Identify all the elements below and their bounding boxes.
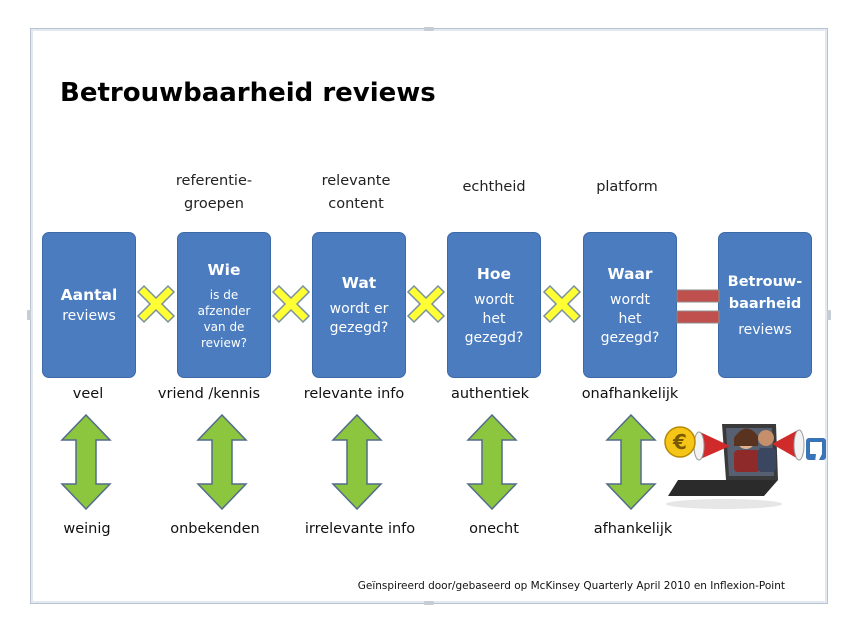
high-label-authentiek: authentiek [450,386,530,402]
box-sub: wordt er gezegd? [329,301,389,336]
multiply-cross-icon [136,284,176,324]
high-label-veel: veel [72,386,104,402]
box-wat: Wat wordt er gezegd? [312,232,406,378]
box-head: Hoe [476,264,512,283]
double-arrow-icon [331,414,383,510]
resize-handle-left[interactable] [27,310,31,320]
top-label-relevante-content: relevante content [321,173,391,212]
thumbs-down-icon [806,438,826,462]
low-label-irrelevante-info: irrelevante info [304,521,416,537]
equals-sign-icon [676,289,720,324]
box-aantal-reviews: Aantal reviews [42,232,136,378]
box-head: Aantal [60,286,118,304]
double-arrow-icon [60,414,112,510]
high-label-vriend-kennis: vriend /kennis [157,386,261,402]
low-label-onbekenden: onbekenden [170,521,260,537]
multiply-cross-icon [406,284,446,324]
double-arrow-icon [605,414,657,510]
high-label-relevante-info: relevante info [303,386,405,402]
euro-icon: € [664,426,696,458]
resize-handle-top[interactable] [424,27,434,31]
review-megaphone-illustration: € [664,424,826,509]
slide-title: Betrouwbaarheid reviews [60,78,436,108]
high-label-onafhankelijk: onafhankelijk [581,386,679,402]
double-arrow-icon [196,414,248,510]
box-betrouwbaarheid: Betrouw- baarheid reviews [718,232,812,378]
top-label-platform: platform [596,179,658,195]
box-waar: Waar wordt het gezegd? [583,232,677,378]
box-sub: reviews [738,321,792,338]
low-label-weinig: weinig [63,521,111,537]
low-label-afhankelijk: afhankelijk [593,521,673,537]
box-sub: is de afzender van de review? [197,288,251,350]
source-footnote: Geïnspireerd door/gebaseerd op McKinsey … [357,580,785,592]
box-head: Waar [607,264,653,283]
resize-handle-bottom[interactable] [424,601,434,605]
person-icon [734,428,776,472]
resize-handle-right[interactable] [827,310,831,320]
box-sub: wordt het gezegd? [464,291,524,346]
multiply-cross-icon [542,284,582,324]
box-sub: wordt het gezegd? [600,291,660,346]
box-wie: Wie is de afzender van de review? [177,232,271,378]
low-label-onecht: onecht [469,521,519,537]
double-arrow-icon [466,414,518,510]
box-head: Wat [341,274,377,292]
megaphone-icon [693,429,805,461]
top-label-echtheid: echtheid [462,179,526,195]
box-sub: reviews [62,308,116,324]
box-head: Wie [207,261,241,279]
multiply-cross-icon [271,284,311,324]
box-hoe: Hoe wordt het gezegd? [447,232,541,378]
svg-text:€: € [672,430,687,454]
top-label-referentiegroepen: referentie- groepen [175,173,253,212]
box-head: Betrouw- baarheid [727,273,803,312]
